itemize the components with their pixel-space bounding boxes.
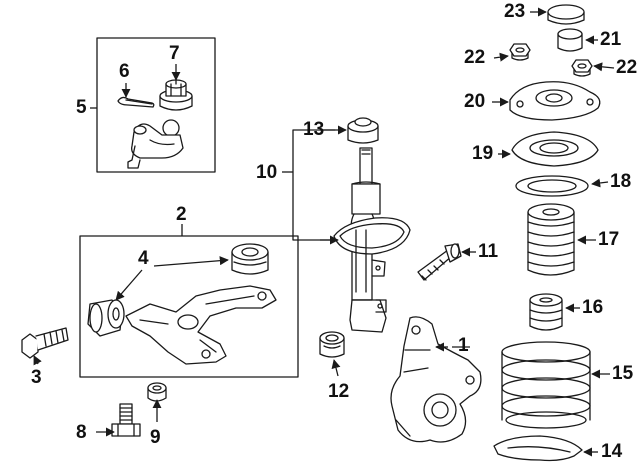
part-upper-strut-mount: [509, 81, 601, 121]
part-cotter-pin: [117, 96, 155, 108]
callout-1: 1: [458, 335, 469, 356]
part-strut-nut-cap: [347, 117, 379, 144]
callout-10: 10: [256, 162, 278, 183]
part-strut-bearing: [511, 131, 599, 167]
callout-6: 6: [119, 61, 130, 82]
part-bump-stop: [529, 293, 563, 331]
callout-12: 12: [328, 381, 350, 402]
part-spring-insulator: [515, 175, 589, 197]
callout-21: 21: [600, 29, 622, 50]
callout-3: 3: [31, 367, 42, 388]
callout-19: 19: [472, 143, 494, 164]
part-arm-bushing-rear: [231, 243, 269, 275]
part-mount-bushing: [557, 28, 583, 52]
callout-13: 13: [303, 119, 325, 140]
callout-8: 8: [76, 422, 87, 443]
callout-9: 9: [150, 427, 161, 448]
callout-2: 2: [176, 204, 187, 225]
leader-22a: [493, 52, 509, 62]
part-arm-bolt: [21, 327, 69, 359]
part-mount-nut-left: [509, 43, 531, 61]
leader-18: [591, 178, 609, 188]
leader-3: [33, 355, 42, 366]
leader-12: [331, 359, 341, 377]
callout-17: 17: [598, 229, 620, 250]
callout-22-left: 22: [464, 47, 486, 68]
part-stabilizer-bushing: [319, 331, 345, 358]
leader-4b: [115, 269, 143, 301]
callout-11: 11: [478, 241, 499, 262]
callout-18: 18: [610, 171, 632, 192]
leader-4a: [153, 256, 229, 267]
callout-4: 4: [138, 248, 149, 269]
part-dust-cap: [547, 4, 585, 25]
part-ball-joint: [127, 119, 184, 169]
part-mount-nut-right: [571, 59, 593, 77]
callout-5: 5: [76, 97, 87, 118]
part-arm-bushing-front: [87, 299, 125, 337]
part-strut: [333, 147, 411, 333]
group-box-lower-arm: [79, 235, 299, 378]
part-strut-bolt: [417, 243, 462, 281]
bracket-strut-assembly: [292, 129, 336, 241]
callout-14: 14: [601, 441, 623, 462]
callout-15: 15: [612, 363, 634, 384]
part-arm-mount-bolt: [111, 403, 141, 437]
callout-23: 23: [504, 1, 526, 22]
part-spring-lower-insulator: [493, 435, 583, 462]
callout-7: 7: [169, 43, 180, 64]
callout-16: 16: [582, 297, 604, 318]
part-dust-boot: [527, 203, 575, 276]
group-box-ball-joint: [96, 37, 216, 173]
part-castle-nut: [159, 79, 193, 111]
callout-20: 20: [464, 91, 486, 112]
leader-22b: [593, 62, 615, 72]
callout-22-right: 22: [616, 57, 638, 78]
part-lower-control-arm: [125, 285, 277, 365]
part-coil-spring: [501, 341, 591, 429]
part-arm-mount-nut: [147, 382, 167, 402]
